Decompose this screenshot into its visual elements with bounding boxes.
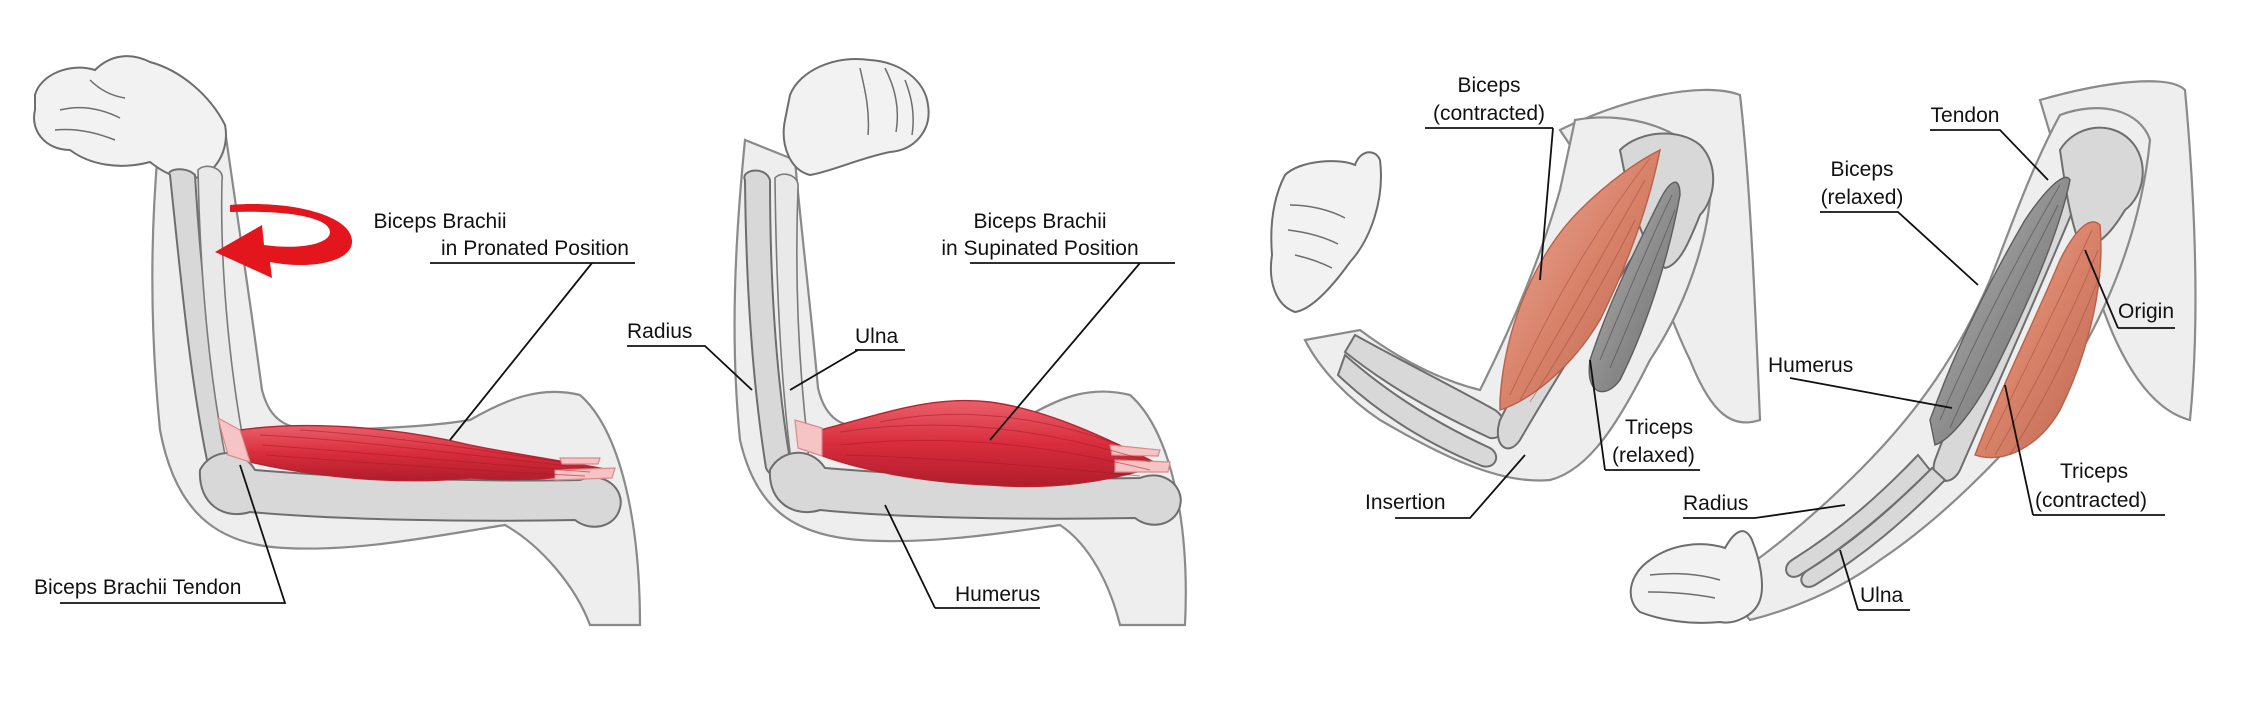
label-radius-extended: Radius (1683, 492, 1748, 515)
leader-radius-supinated (627, 345, 753, 391)
triceps-muscle-extended (1974, 221, 2102, 459)
label-origin-extended: Origin (2118, 300, 2174, 323)
figure-supinated: Biceps Brachii in Supinated Position Rad… (627, 58, 1187, 627)
humerus-pronated (198, 452, 622, 528)
open-hand-extended (1629, 530, 1763, 624)
label-tendon-pronated: Biceps Brachii Tendon (34, 576, 241, 599)
label-radius-supinated: Radius (627, 320, 692, 343)
label-biceps-supinated-prefix: in (941, 237, 963, 260)
label-triceps-extended-line2: (contracted) (2035, 489, 2147, 512)
label-biceps-pronated-line1: Biceps Brachii (373, 210, 506, 233)
label-triceps-flexed-line1: Triceps (1625, 416, 1693, 439)
label-humerus-supinated: Humerus (955, 583, 1040, 606)
label-biceps-pronated-line2: in Pronated Position (441, 237, 629, 260)
leader-insertion-flexed (1395, 454, 1526, 519)
label-biceps-flexed-line1: Biceps (1457, 74, 1520, 97)
forearm-bones-extended (1785, 453, 1947, 588)
figure-flexed: Biceps (contracted) Triceps (relaxed) In… (1269, 74, 1762, 519)
leader-triceps-flexed (1589, 359, 1700, 471)
label-biceps-extended-line1: Biceps (1830, 158, 1893, 181)
fist-flexed (1269, 151, 1382, 314)
biceps-muscle-flexed (1499, 148, 1661, 411)
leader-tendon-extended (1930, 129, 2049, 181)
figure-extended: Tendon Biceps (relaxed) Origin Humerus R… (1629, 80, 2197, 624)
humerus-supinated (768, 451, 1182, 526)
label-biceps-supinated-line1: Biceps Brachii (973, 210, 1106, 233)
label-ulna-extended: Ulna (1860, 584, 1904, 607)
biceps-muscle-extended (1929, 176, 2071, 446)
label-triceps-flexed-line2: (relaxed) (1612, 444, 1695, 467)
leader-humerus-supinated (884, 504, 1040, 609)
label-biceps-supinated-underlined: Supinated Position (964, 237, 1139, 260)
label-tendon-extended: Tendon (1931, 104, 2000, 127)
label-biceps-supinated-line2: in Supinated Position (941, 237, 1138, 260)
leader-tendon-pronated (60, 464, 287, 604)
biceps-tendon-supinated (794, 419, 1171, 473)
fist-supinated (782, 58, 930, 177)
leader-biceps-pronated (430, 262, 635, 441)
figure-pronated: Biceps Brachii in Pronated Position Bice… (33, 55, 642, 627)
leader-biceps-flexed (1425, 127, 1554, 281)
leader-origin-extended (2084, 249, 2175, 329)
shoulder-extended (2058, 126, 2144, 247)
leader-biceps-extended (1820, 211, 1979, 286)
leader-biceps-supinated (970, 262, 1175, 441)
leader-radius-extended (1683, 504, 1846, 519)
fist-pronated (33, 55, 227, 180)
biceps-tendon-pronated (217, 416, 616, 481)
label-biceps-extended-line2: (relaxed) (1821, 186, 1904, 209)
label-ulna-supinated: Ulna (855, 325, 899, 348)
leader-ulna-extended (1839, 549, 1910, 611)
label-triceps-extended-line1: Triceps (2060, 460, 2128, 483)
triceps-muscle-flexed (1588, 181, 1681, 393)
label-humerus-extended: Humerus (1768, 354, 1853, 377)
leader-ulna-supinated (789, 349, 905, 391)
label-biceps-flexed-line2: (contracted) (1433, 102, 1545, 125)
leader-humerus-extended (1789, 377, 1953, 409)
rotation-arrow-icon (215, 204, 353, 278)
label-insertion-flexed: Insertion (1365, 491, 1446, 514)
leader-triceps-extended (2004, 384, 2165, 516)
